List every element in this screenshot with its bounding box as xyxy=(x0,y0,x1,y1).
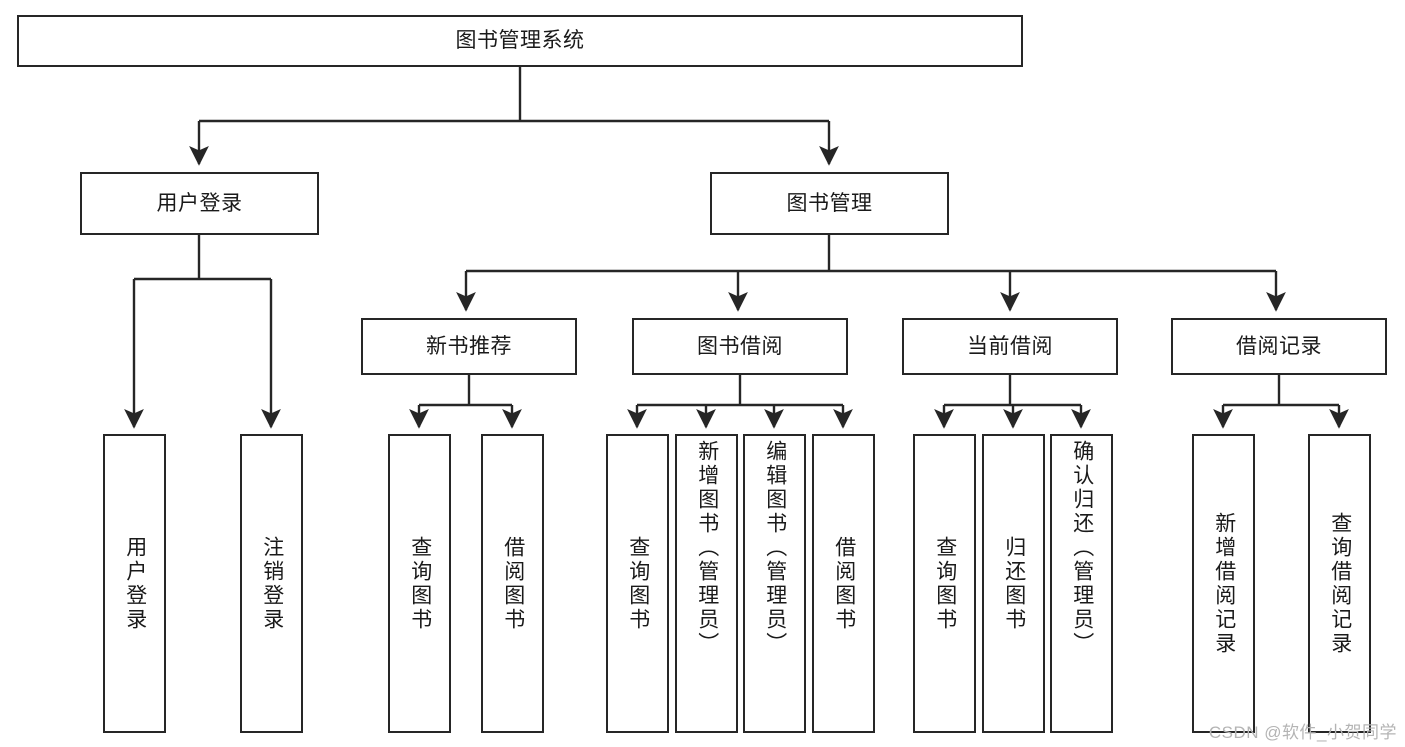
node-leaf-borrow-book-1[interactable]: 借阅图书 xyxy=(481,434,544,733)
node-leaf-query-book-2-label: 查询图书 xyxy=(626,535,650,632)
node-book-borrow-label: 图书借阅 xyxy=(697,334,783,358)
node-borrow-record[interactable]: 借阅记录 xyxy=(1171,318,1387,375)
node-leaf-query-book-1[interactable]: 查询图书 xyxy=(388,434,451,733)
node-leaf-query-book-1-label: 查询图书 xyxy=(408,535,432,632)
node-leaf-add-book-label: 新增图书（管理员） xyxy=(695,440,719,656)
node-book-borrow[interactable]: 图书借阅 xyxy=(632,318,848,375)
node-leaf-confirm-return[interactable]: 确认归还（管理员） xyxy=(1050,434,1113,733)
node-leaf-logout-label: 注销登录 xyxy=(260,535,284,632)
node-book-manage-label: 图书管理 xyxy=(786,191,873,215)
node-book-manage[interactable]: 图书管理 xyxy=(710,172,949,235)
node-leaf-borrow-book-2[interactable]: 借阅图书 xyxy=(812,434,875,733)
node-leaf-borrow-book-2-label: 借阅图书 xyxy=(832,535,856,632)
node-current-borrow-label: 当前借阅 xyxy=(967,334,1053,358)
node-leaf-query-record[interactable]: 查询借阅记录 xyxy=(1308,434,1371,733)
node-leaf-confirm-return-label: 确认归还（管理员） xyxy=(1070,440,1094,656)
node-leaf-user-login-label: 用户登录 xyxy=(123,535,147,632)
node-new-book-rec-label: 新书推荐 xyxy=(426,334,512,358)
node-leaf-return-book[interactable]: 归还图书 xyxy=(982,434,1045,733)
node-borrow-record-label: 借阅记录 xyxy=(1236,334,1322,358)
node-current-borrow[interactable]: 当前借阅 xyxy=(902,318,1118,375)
node-leaf-query-book-3[interactable]: 查询图书 xyxy=(913,434,976,733)
node-leaf-query-book-2[interactable]: 查询图书 xyxy=(606,434,669,733)
node-user-login[interactable]: 用户登录 xyxy=(80,172,319,235)
node-leaf-return-book-label: 归还图书 xyxy=(1002,535,1026,632)
node-leaf-edit-book-label: 编辑图书（管理员） xyxy=(763,440,787,656)
node-leaf-add-record[interactable]: 新增借阅记录 xyxy=(1192,434,1255,733)
node-leaf-add-record-label: 新增借阅记录 xyxy=(1212,511,1236,656)
node-new-book-rec[interactable]: 新书推荐 xyxy=(361,318,577,375)
node-leaf-logout[interactable]: 注销登录 xyxy=(240,434,303,733)
node-leaf-add-book[interactable]: 新增图书（管理员） xyxy=(675,434,738,733)
node-root-label: 图书管理系统 xyxy=(455,29,585,53)
node-leaf-query-record-label: 查询借阅记录 xyxy=(1328,511,1352,656)
node-leaf-user-login[interactable]: 用户登录 xyxy=(103,434,166,733)
node-leaf-query-book-3-label: 查询图书 xyxy=(933,535,957,632)
node-leaf-borrow-book-1-label: 借阅图书 xyxy=(501,535,525,632)
node-root[interactable]: 图书管理系统 xyxy=(17,15,1023,67)
node-user-login-label: 用户登录 xyxy=(156,191,243,215)
node-leaf-edit-book[interactable]: 编辑图书（管理员） xyxy=(743,434,806,733)
